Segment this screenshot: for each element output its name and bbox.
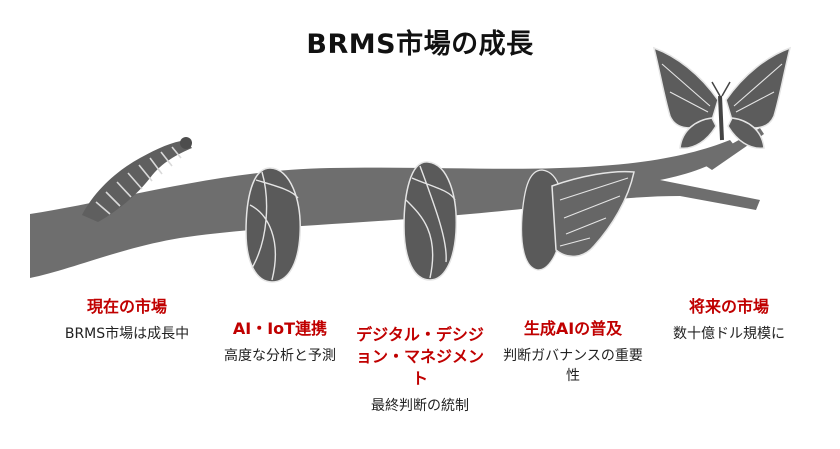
stage-heading: 現在の市場	[86, 297, 167, 316]
stage-digital-decision: デジタル・デシジョン・マネジメント 最終判断の統制	[350, 324, 490, 416]
branch	[30, 140, 760, 278]
stage-ai-iot: AI・IoT連携 高度な分析と予測	[205, 318, 355, 366]
stage-description: BRMS市場は成長中	[64, 326, 190, 342]
stage-heading: 将来の市場	[688, 297, 769, 316]
stage-generative-ai: 生成AIの普及 判断ガバナンスの重要性	[498, 318, 648, 386]
stage-description: 判断ガバナンスの重要性	[503, 348, 643, 384]
butterfly-icon	[652, 46, 792, 149]
chrysalis-icon	[403, 161, 457, 281]
stage-heading: AI・IoT連携	[232, 319, 328, 338]
cocoon-icon	[245, 167, 301, 283]
caterpillar-icon	[82, 137, 192, 222]
stage-heading: 生成AIの普及	[523, 319, 623, 338]
stage-future-market: 将来の市場 数十億ドル規模に	[654, 296, 804, 344]
stage-description: 最終判断の統制	[371, 398, 469, 414]
stage-current-market: 現在の市場 BRMS市場は成長中	[52, 296, 202, 344]
stage-heading: デジタル・デシジョン・マネジメント	[355, 325, 484, 388]
stage-description: 数十億ドル規模に	[673, 326, 785, 342]
emerging-butterfly-icon	[520, 169, 635, 271]
page-title: BRMS市場の成長	[306, 29, 534, 60]
stage-description: 高度な分析と予測	[224, 348, 336, 364]
